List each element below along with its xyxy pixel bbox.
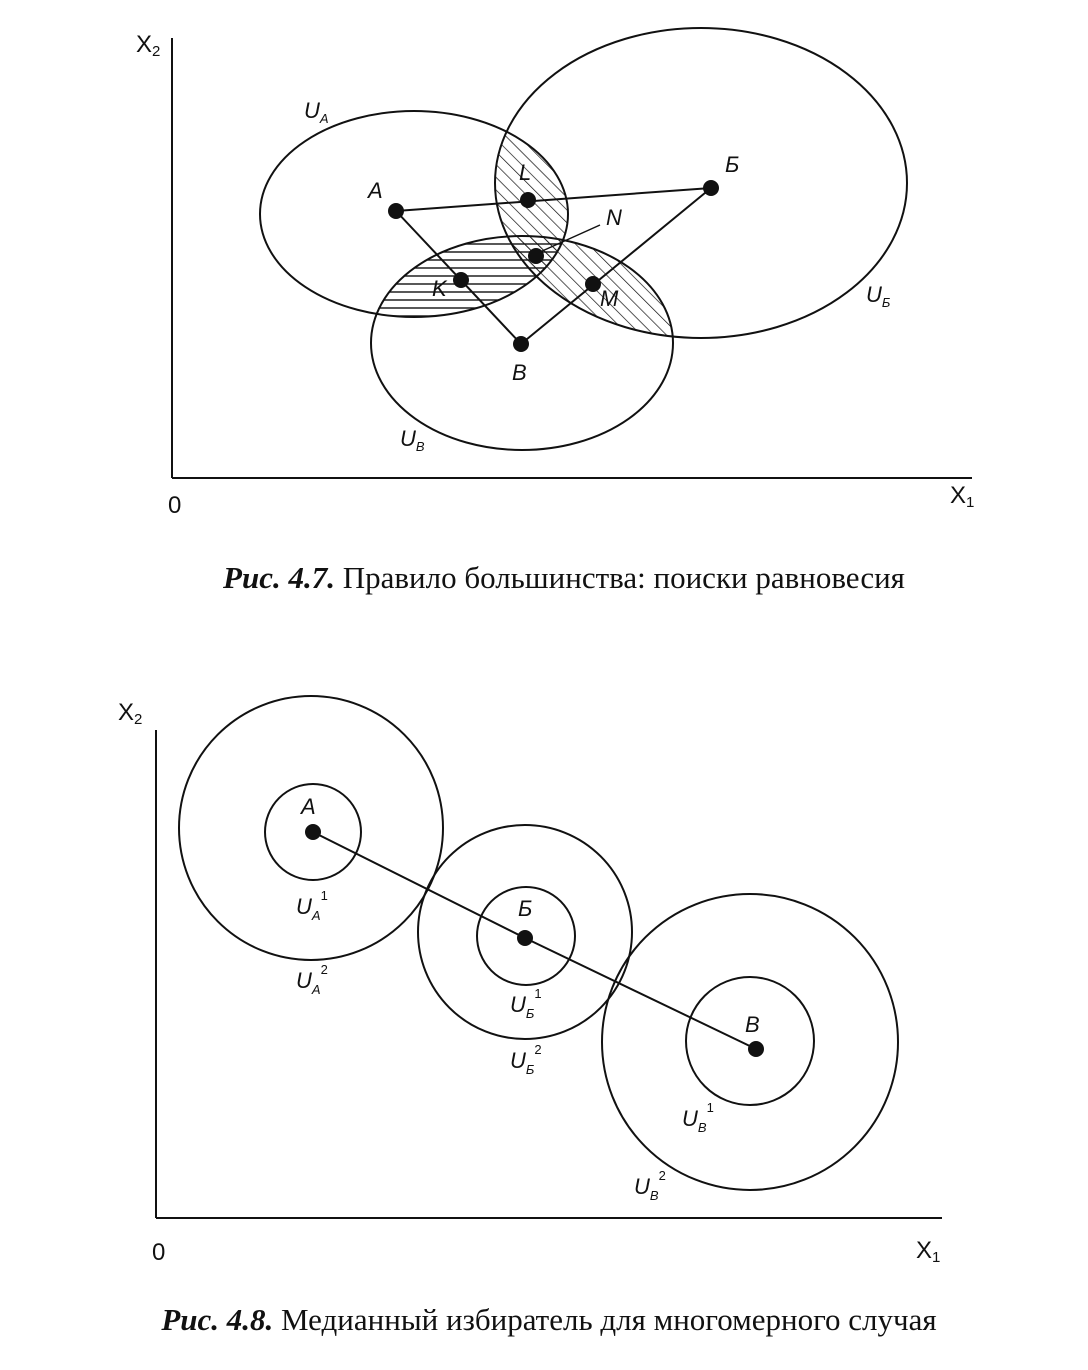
caption-text: Медианный избиратель для многомерного сл… <box>273 1302 937 1337</box>
label-k: K <box>432 276 448 301</box>
curve-ub <box>494 27 908 339</box>
origin-label: 0 <box>152 1239 165 1266</box>
caption-figure-4-7: Рис. 4.7. Правило большинства: поиски ра… <box>0 560 1088 596</box>
caption-text: Правило большинства: поиски равновесия <box>334 560 905 595</box>
label-v: В <box>745 1012 760 1037</box>
label-ub-1: UБ1 <box>510 986 542 1021</box>
curve-ua <box>259 110 569 318</box>
point-k <box>453 272 469 288</box>
label-uv: UВ <box>400 426 425 454</box>
label-uv-1: UВ1 <box>682 1100 714 1135</box>
label-b: Б <box>725 152 739 177</box>
caption-figure-4-8: Рис. 4.8. Медианный избиратель для много… <box>0 1302 1088 1338</box>
x-axis-label: X1 <box>950 482 974 511</box>
point-a <box>388 203 404 219</box>
y-axis-label: X2 <box>136 31 160 60</box>
point-a <box>305 824 321 840</box>
label-ua-1: UA1 <box>296 888 328 923</box>
point-n <box>528 248 544 264</box>
point-m <box>585 276 601 292</box>
point-l <box>520 192 536 208</box>
segment-b-v <box>520 187 712 345</box>
curve-uv-1 <box>685 976 815 1106</box>
segment-a-b <box>395 187 712 212</box>
region-ua-uv <box>371 236 568 317</box>
point-b <box>703 180 719 196</box>
curve-ua-1 <box>264 783 362 881</box>
figure-4-7: X2 X1 0 A Б В L N K M UA UБ UВ Рис. 4.7.… <box>0 0 1088 620</box>
label-v: В <box>512 360 527 385</box>
caption-number: Рис. 4.7. <box>223 560 335 595</box>
label-a: A <box>366 178 383 203</box>
y-axis-label: X2 <box>118 699 142 728</box>
point-v <box>513 336 529 352</box>
label-uv-2: UВ2 <box>634 1168 666 1203</box>
label-ua-2: UA2 <box>296 962 328 997</box>
origin-label: 0 <box>168 492 181 519</box>
caption-number: Рис. 4.8. <box>161 1302 274 1337</box>
leader-n <box>539 224 601 253</box>
figure-4-8: X2 X1 0 A Б В UA1 UA2 UБ1 UБ2 UВ1 UВ2 Ри… <box>0 660 1088 1370</box>
label-ua: UA <box>304 98 329 126</box>
figure-4-8-diagram: X2 X1 0 A Б В UA1 UA2 UБ1 UБ2 UВ1 UВ2 <box>118 695 942 1266</box>
curve-uv-2 <box>601 893 899 1191</box>
point-b <box>517 930 533 946</box>
label-ub-2: UБ2 <box>510 1042 542 1077</box>
figure-4-7-diagram: X2 X1 0 A Б В L N K M UA UБ UВ <box>136 27 974 519</box>
label-b: Б <box>518 896 532 921</box>
curve-uv <box>370 235 674 451</box>
label-ub: UБ <box>866 282 891 310</box>
curve-ua-2 <box>178 695 444 961</box>
label-m: M <box>600 286 619 311</box>
curve-ub-2 <box>417 824 633 1040</box>
curve-ub-1 <box>476 886 576 986</box>
point-v <box>748 1041 764 1057</box>
label-n: N <box>606 205 622 230</box>
label-a: A <box>299 794 316 819</box>
label-l: L <box>519 160 531 185</box>
x-axis-label: X1 <box>916 1237 940 1266</box>
